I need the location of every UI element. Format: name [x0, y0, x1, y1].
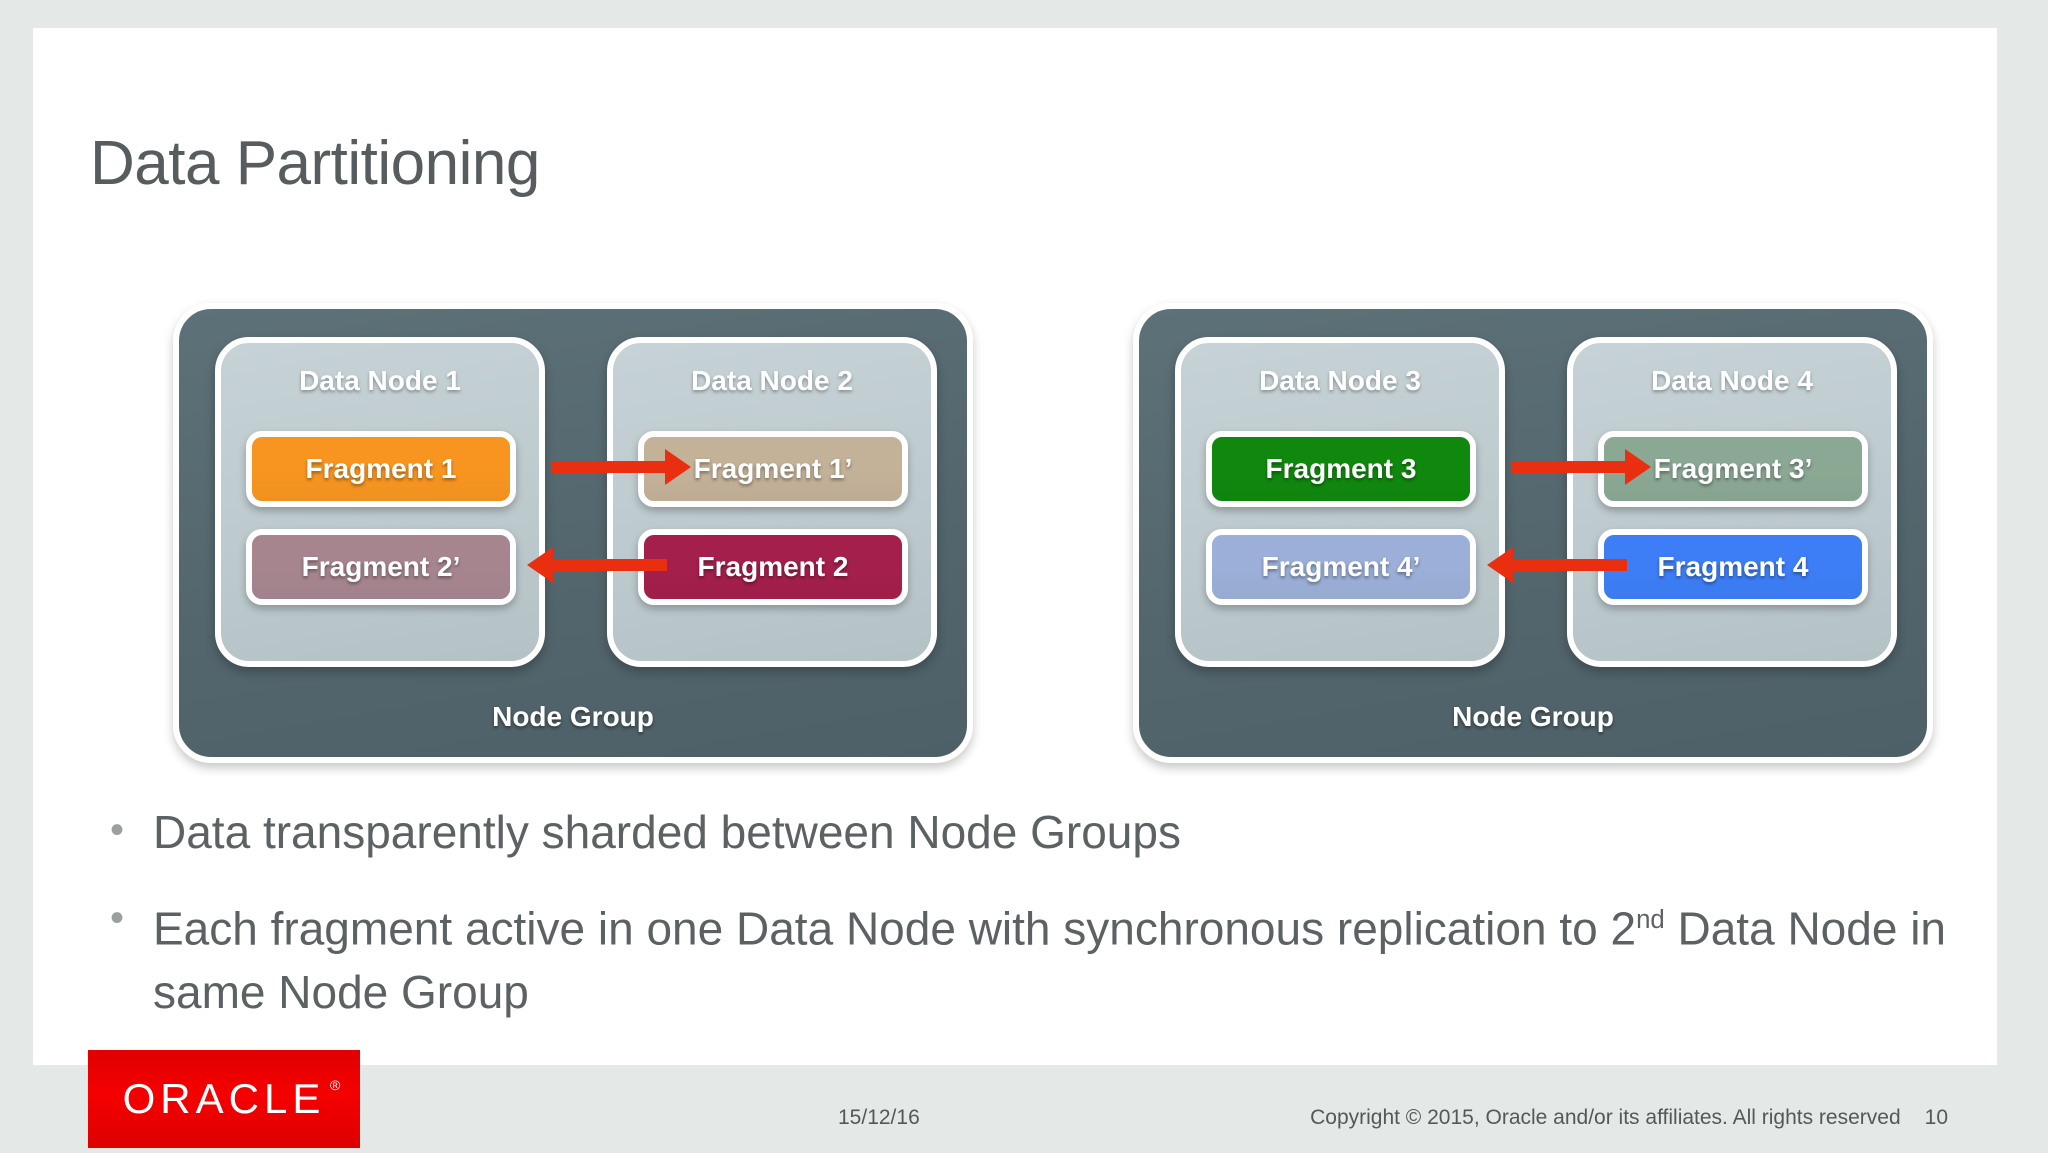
data-node-2[interactable]: Data Node 2 Fragment 1’ Fragment 2 [607, 337, 937, 667]
fragment-box-fragment-4-replica[interactable]: Fragment 4’ [1206, 529, 1476, 605]
footer-copyright-row: Copyright © 2015, Oracle and/or its affi… [1310, 1106, 1948, 1130]
replication-arrow-fragment-1 [551, 449, 691, 485]
arrowhead-left-icon [1487, 547, 1513, 583]
partitioning-diagram: Data Node 1 Fragment 1 Fragment 2’ Data … [133, 273, 1933, 763]
arrowhead-left-icon [527, 547, 553, 583]
footer-page-number: 10 [1924, 1106, 1948, 1129]
bullet-item-2-superscript: nd [1636, 906, 1665, 934]
node-group-1[interactable]: Data Node 1 Fragment 1 Fragment 2’ Data … [173, 303, 973, 763]
bullet-item-1: Data transparently sharded between Node … [108, 798, 1968, 864]
fragment-box-fragment-1-replica[interactable]: Fragment 1’ [638, 431, 908, 507]
data-node-4[interactable]: Data Node 4 Fragment 3’ Fragment 4 [1567, 337, 1897, 667]
oracle-logo: ORACLE® [88, 1050, 360, 1148]
registered-trademark-icon: ® [330, 1077, 341, 1093]
data-node-1[interactable]: Data Node 1 Fragment 1 Fragment 2’ [215, 337, 545, 667]
replication-arrow-fragment-3 [1511, 449, 1651, 485]
data-node-2-label: Data Node 2 [691, 365, 853, 396]
data-node-4-label: Data Node 4 [1651, 365, 1813, 396]
oracle-logo-text: ORACLE® [122, 1075, 341, 1122]
data-node-3-label: Data Node 3 [1259, 365, 1421, 396]
replication-arrow-fragment-4 [1487, 547, 1627, 583]
arrowhead-right-icon [1625, 449, 1651, 485]
bullet-item-2-text-after: Data Node in same Node Group [153, 902, 1946, 1019]
fragment-box-fragment-1[interactable]: Fragment 1 [246, 431, 516, 507]
node-group-2-label: Node Group [1452, 701, 1614, 732]
slide-surface: Data Partitioning Data Node 1 Fragment 1… [33, 28, 1997, 1065]
replication-arrow-fragment-2 [527, 547, 667, 583]
fragment-box-fragment-3[interactable]: Fragment 3 [1206, 431, 1476, 507]
fragment-box-fragment-4[interactable]: Fragment 4 [1598, 529, 1868, 605]
page-title: Data Partitioning [90, 129, 540, 198]
footer-copyright-text: Copyright © 2015, Oracle and/or its affi… [1310, 1106, 1901, 1129]
footer-date: 15/12/16 [838, 1106, 920, 1129]
bullet-list: Data transparently sharded between Node … [108, 798, 1968, 1048]
fragment-box-fragment-2-replica[interactable]: Fragment 2’ [246, 529, 516, 605]
node-group-2[interactable]: Data Node 3 Fragment 3 Fragment 4’ Data … [1133, 303, 1933, 763]
node-group-1-label: Node Group [492, 701, 654, 732]
arrowhead-right-icon [665, 449, 691, 485]
data-node-3[interactable]: Data Node 3 Fragment 3 Fragment 4’ [1175, 337, 1505, 667]
fragment-box-fragment-2[interactable]: Fragment 2 [638, 529, 908, 605]
bullet-item-2-text-before: Each fragment active in one Data Node wi… [153, 902, 1637, 955]
bullet-item-2: Each fragment active in one Data Node wi… [108, 886, 1968, 1024]
data-node-1-label: Data Node 1 [299, 365, 461, 396]
